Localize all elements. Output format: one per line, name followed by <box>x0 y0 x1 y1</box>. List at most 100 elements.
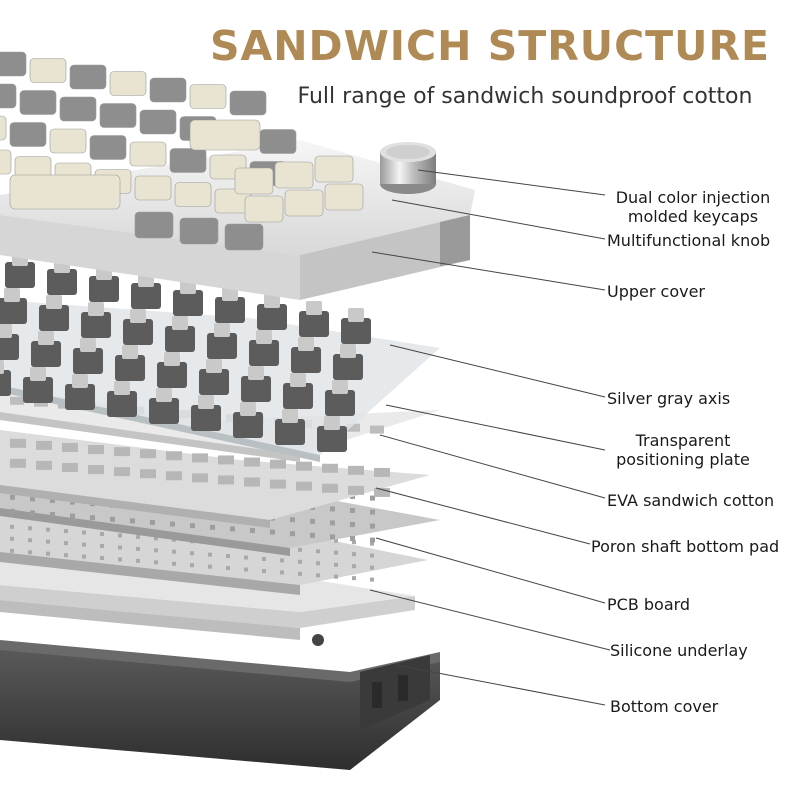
layer-hole <box>334 550 338 555</box>
layer-hole <box>10 494 15 500</box>
label-plate-line2: positioning plate <box>616 450 750 469</box>
keycap <box>244 195 284 223</box>
keycap <box>149 77 187 103</box>
layer-hole <box>192 473 208 483</box>
keycap <box>134 175 172 201</box>
layer-hole <box>10 458 26 468</box>
switch-stem <box>306 301 322 315</box>
layer-hole <box>10 548 14 553</box>
layer-hole <box>370 553 374 558</box>
switch <box>131 283 161 309</box>
switch <box>165 326 195 352</box>
switch <box>0 370 11 396</box>
layer-hole <box>136 558 140 563</box>
layer-hole <box>118 533 122 538</box>
switch-stem <box>214 323 230 337</box>
switch-stem <box>88 302 104 316</box>
layer-hole <box>316 549 320 554</box>
layer-hole <box>154 536 158 541</box>
switch-stem <box>290 373 306 387</box>
switch-stem <box>348 308 364 322</box>
switch <box>291 347 321 373</box>
layer-hole <box>230 526 235 532</box>
switch <box>333 354 363 380</box>
layer-hole <box>334 562 338 567</box>
layer-hole <box>140 469 156 479</box>
keycap <box>49 128 87 154</box>
switch <box>249 340 279 366</box>
layer-hole <box>352 552 356 557</box>
label-poron: Poron shaft bottom pad <box>591 537 780 556</box>
layer-hole <box>316 561 320 566</box>
switch <box>31 341 61 367</box>
keycap <box>129 141 167 167</box>
switch <box>283 383 313 409</box>
switch <box>81 312 111 338</box>
layer-hole <box>244 457 260 467</box>
layer-hole <box>46 527 50 532</box>
layer-hole <box>172 561 176 566</box>
label-plate: Transparent positioning plate <box>603 431 763 469</box>
layer-hole <box>208 564 212 569</box>
keycap <box>189 84 227 109</box>
keycap <box>284 189 324 217</box>
switch <box>199 369 229 395</box>
layer-hole <box>36 460 52 470</box>
switch-stem <box>340 344 356 358</box>
layer-hole <box>170 521 175 527</box>
layer-hole <box>298 559 302 564</box>
layer-hole <box>244 477 260 487</box>
label-switches: Silver gray axis <box>607 389 731 408</box>
layer-hole <box>190 551 194 556</box>
layer-hole <box>374 467 390 477</box>
keycap <box>0 51 27 77</box>
layer-hole <box>82 530 86 535</box>
layer-hole <box>210 524 215 530</box>
switch <box>207 333 237 359</box>
layer-hole <box>290 517 295 523</box>
keycap <box>314 155 354 183</box>
switch <box>317 426 347 452</box>
keycap <box>229 90 267 116</box>
layer-hole <box>36 440 52 450</box>
switch-stem <box>30 367 46 381</box>
layer-hole <box>10 438 26 448</box>
layer-hole <box>46 551 50 556</box>
switch-stem <box>282 409 298 423</box>
switch-stem <box>222 287 238 301</box>
layer-hole <box>330 520 335 526</box>
layer-hole <box>250 528 255 533</box>
layer-hole <box>352 564 356 569</box>
layer-hole <box>280 570 284 575</box>
layer-hole <box>100 532 104 536</box>
layer-hole <box>10 508 15 514</box>
switch <box>241 376 271 402</box>
switch <box>299 311 329 337</box>
keycap <box>139 109 177 135</box>
label-silicone: Silicone underlay <box>610 641 748 660</box>
layer-hole <box>350 508 355 513</box>
switch <box>115 355 145 381</box>
layer-hole <box>322 463 338 473</box>
layer-hole <box>28 526 32 531</box>
layer-hole <box>350 522 355 527</box>
switch <box>233 412 263 438</box>
keycap <box>324 183 364 211</box>
label-pcb: PCB board <box>607 595 691 614</box>
layer-hole <box>50 498 55 503</box>
layer-hole <box>190 523 195 529</box>
switch-stem <box>4 288 20 302</box>
leader-lines <box>369 169 611 706</box>
keycap <box>99 103 137 128</box>
switch <box>173 290 203 316</box>
layer-hole <box>118 557 122 562</box>
layer-hole <box>172 549 176 554</box>
eva-cotton-layer <box>0 430 430 528</box>
layer-hole <box>316 573 320 578</box>
layer-hole <box>370 537 375 543</box>
switch <box>325 390 355 416</box>
layer-hole <box>270 529 275 535</box>
switch <box>257 304 287 330</box>
page-subtitle: Full range of sandwich soundproof cotton <box>297 84 753 109</box>
